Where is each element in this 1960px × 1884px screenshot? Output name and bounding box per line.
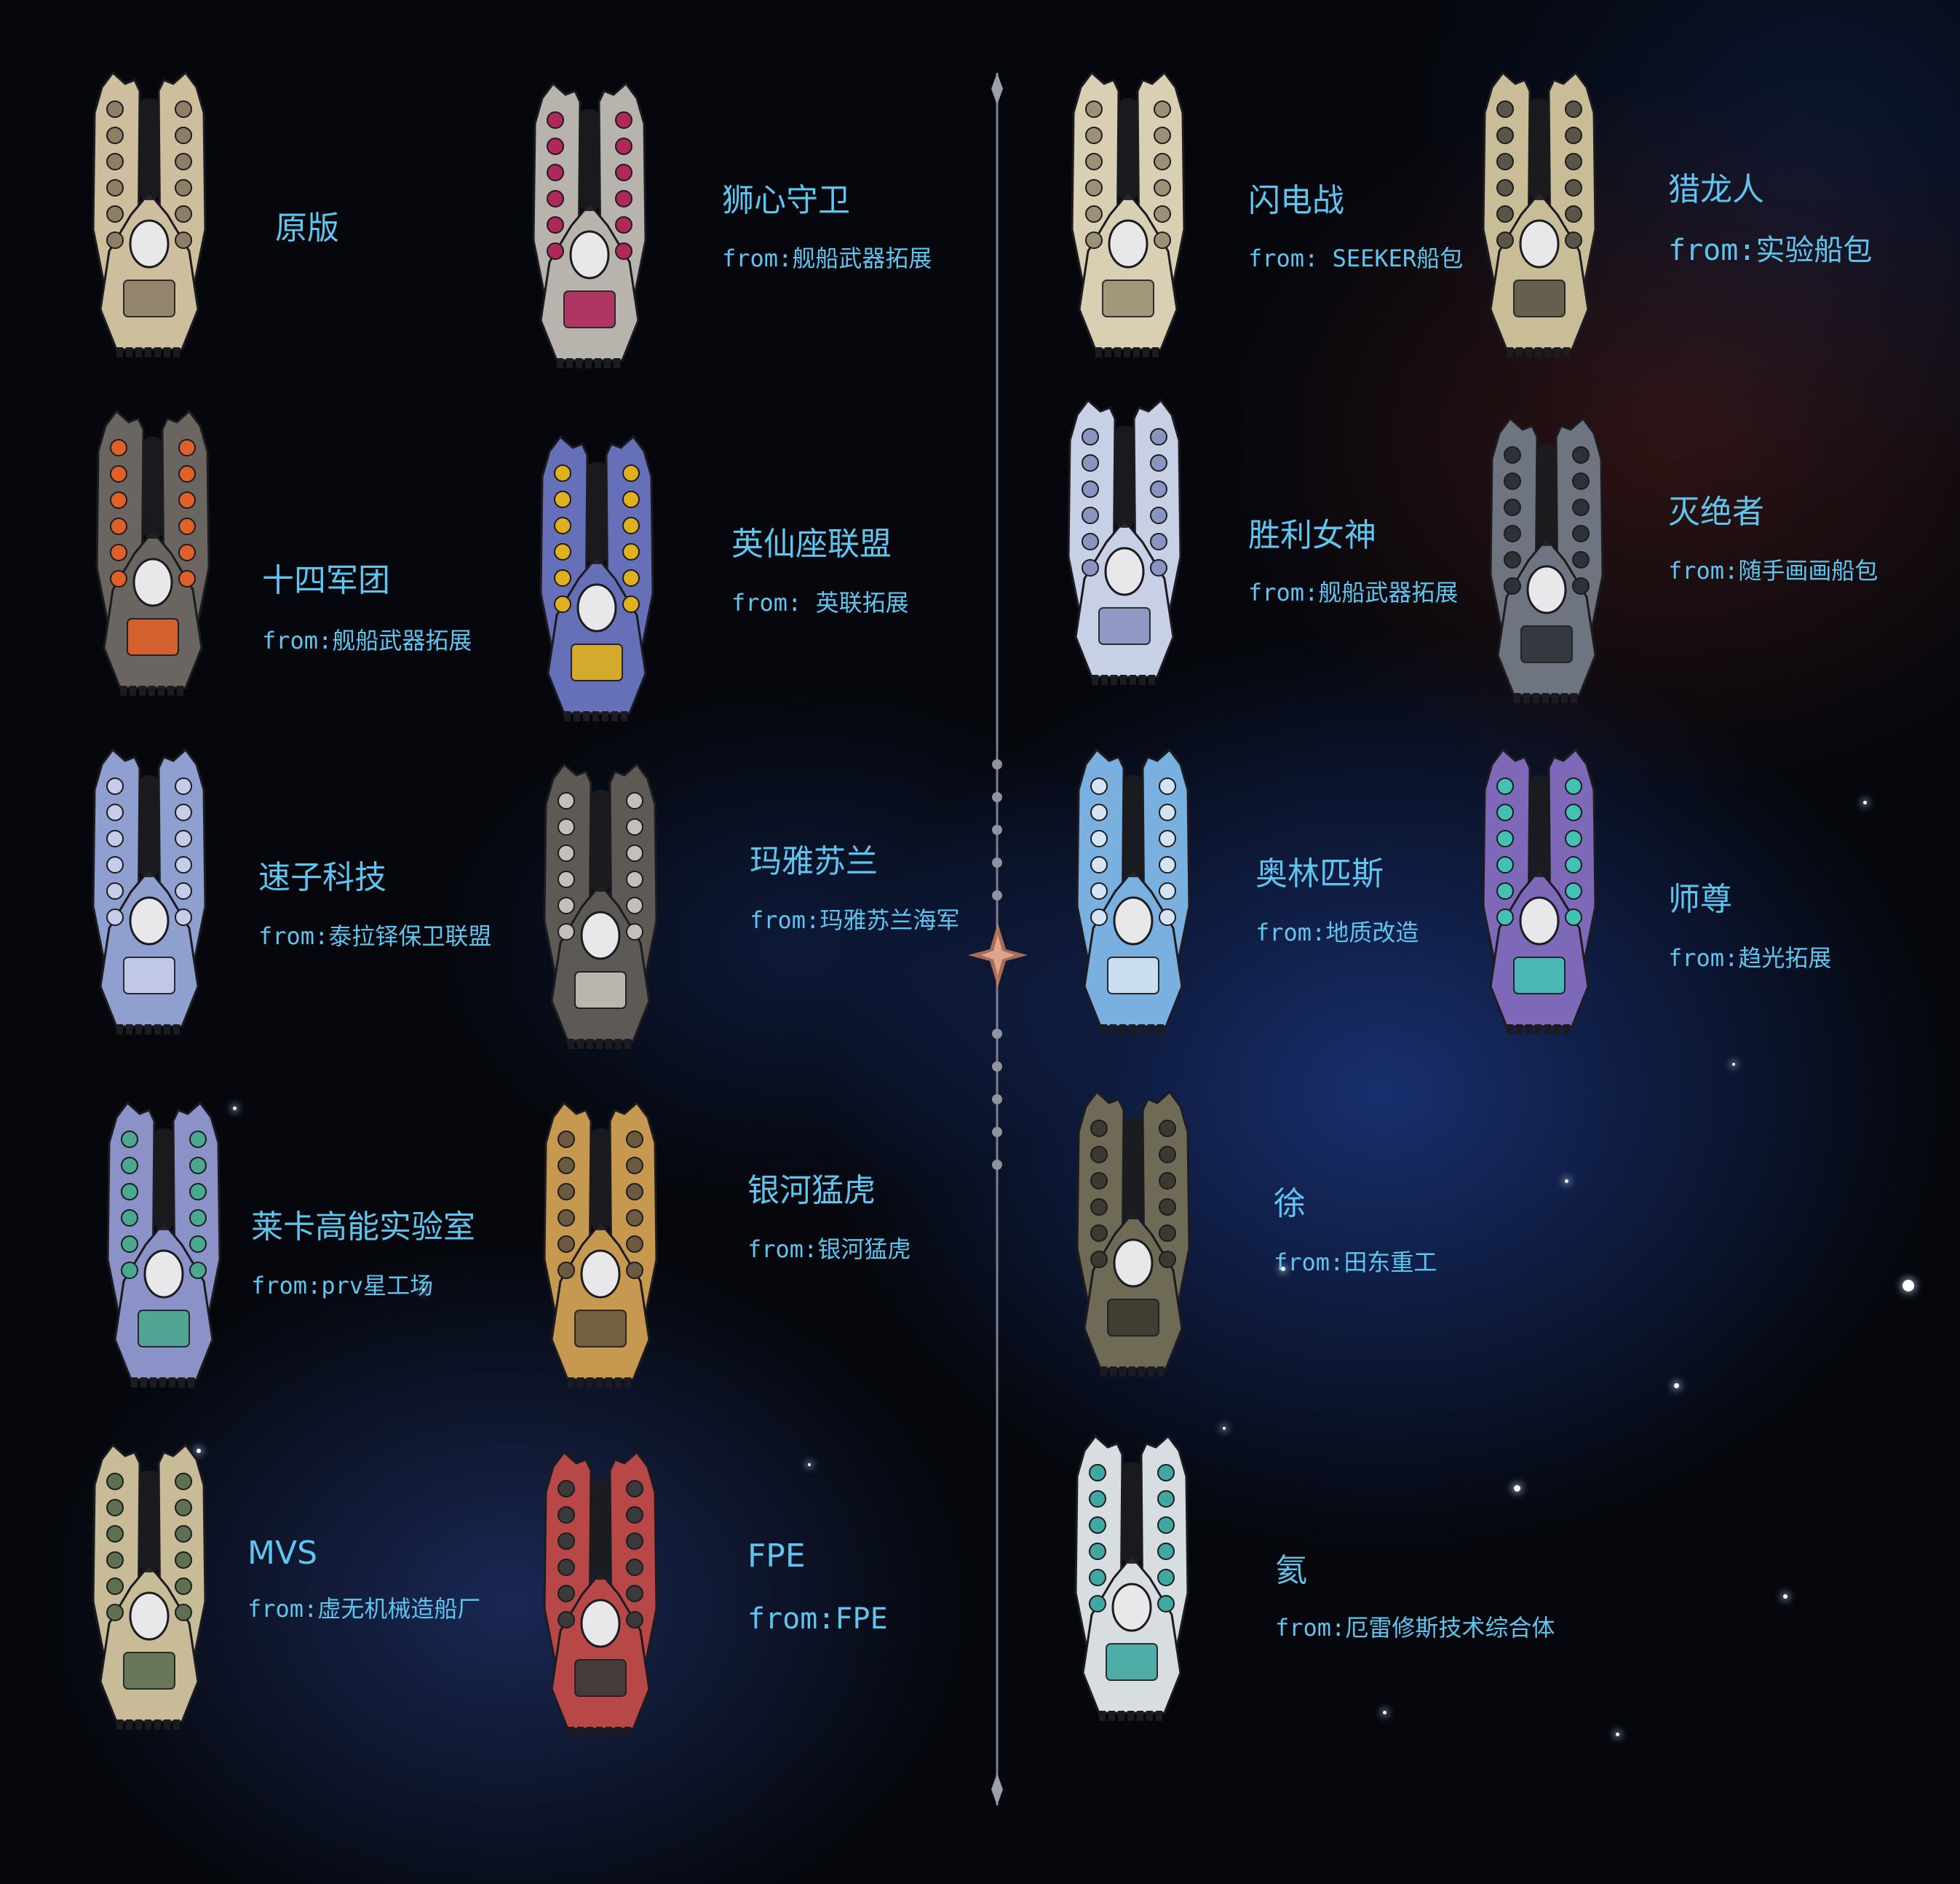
ship-name: 灭绝者 — [1668, 494, 1764, 531]
ship-name: 玛雅苏兰 — [750, 843, 878, 880]
ship-source: from:趋光拓展 — [1668, 944, 1832, 972]
ship-source: from:实验船包 — [1668, 234, 1873, 267]
ship-image — [80, 1441, 218, 1733]
ship-name: 英仙座联盟 — [731, 526, 892, 563]
background-star — [1281, 1267, 1285, 1271]
background-star — [233, 1107, 237, 1110]
ship-source: from:泰拉铎保卫联盟 — [258, 922, 492, 950]
ship-image — [528, 433, 666, 724]
background-star — [1514, 1485, 1520, 1492]
background-star — [1674, 1383, 1679, 1388]
ship-image — [1477, 415, 1616, 706]
ship-source: from:舰船武器拓展 — [262, 627, 472, 654]
ship-source: from:玛雅苏兰海军 — [750, 906, 960, 934]
ship-image — [1470, 746, 1608, 1037]
ship-source: from:虚无机械造船厂 — [247, 1595, 481, 1623]
ship-name: 速子科技 — [258, 859, 386, 896]
ship-image — [531, 1099, 670, 1390]
ship-image — [80, 69, 218, 360]
ship-source: from:舰船武器拓展 — [1248, 579, 1459, 606]
ship-source: from:银河猛虎 — [747, 1235, 911, 1263]
background-star — [1903, 1280, 1914, 1291]
ship-image — [80, 746, 218, 1037]
divider-ornament — [968, 923, 1028, 987]
ship-image — [84, 408, 222, 699]
ship-image — [1055, 397, 1194, 688]
ship-image — [1064, 746, 1202, 1037]
background-star — [1616, 1733, 1619, 1736]
ship-image — [531, 761, 670, 1052]
background-star — [1732, 1063, 1735, 1066]
background-star — [808, 1463, 811, 1466]
ship-name: 十四军团 — [262, 562, 390, 599]
ship-name: 徐 — [1274, 1185, 1306, 1222]
ship-name: 狮心守卫 — [722, 182, 850, 219]
ship-image — [1064, 1088, 1202, 1380]
ship-name: 银河猛虎 — [747, 1172, 876, 1209]
ship-source: from:田东重工 — [1274, 1248, 1437, 1276]
ship-name: 胜利女神 — [1248, 517, 1376, 554]
ship-name: 闪电战 — [1248, 182, 1344, 219]
background-star — [1565, 1179, 1568, 1183]
ship-image — [95, 1099, 233, 1390]
ship-name: 莱卡高能实验室 — [251, 1208, 475, 1246]
ship-name: 氦 — [1275, 1552, 1307, 1589]
ship-name: FPE — [747, 1537, 806, 1575]
ship-source: from:prv星工场 — [251, 1272, 434, 1299]
background-star — [1223, 1427, 1226, 1430]
background-star — [1383, 1711, 1386, 1714]
ship-name: MVS — [247, 1535, 317, 1572]
background-star — [1783, 1594, 1788, 1599]
background-star — [1863, 801, 1867, 804]
ship-name: 猎龙人 — [1668, 171, 1764, 208]
ship-name: 奥林匹斯 — [1255, 855, 1384, 892]
ship-image — [531, 1449, 670, 1740]
background-star — [197, 1449, 201, 1453]
ship-source: from:地质改造 — [1255, 919, 1419, 946]
ship-source: from:舰船武器拓展 — [722, 245, 932, 272]
ship-image — [1063, 1433, 1201, 1724]
ship-name: 原版 — [275, 210, 339, 247]
ship-source: from:随手画画船包 — [1668, 557, 1878, 585]
ship-source: from:厄雷修斯技术综合体 — [1275, 1614, 1555, 1642]
ship-source: from: 英联拓展 — [731, 589, 909, 617]
ship-source: from:FPE — [747, 1602, 888, 1636]
ship-source: from: SEEKER船包 — [1248, 245, 1464, 272]
background-star — [422, 1289, 425, 1291]
ship-image — [1059, 69, 1197, 360]
ship-image — [520, 80, 659, 371]
ship-image — [1470, 69, 1608, 360]
ship-name: 师尊 — [1668, 881, 1732, 918]
